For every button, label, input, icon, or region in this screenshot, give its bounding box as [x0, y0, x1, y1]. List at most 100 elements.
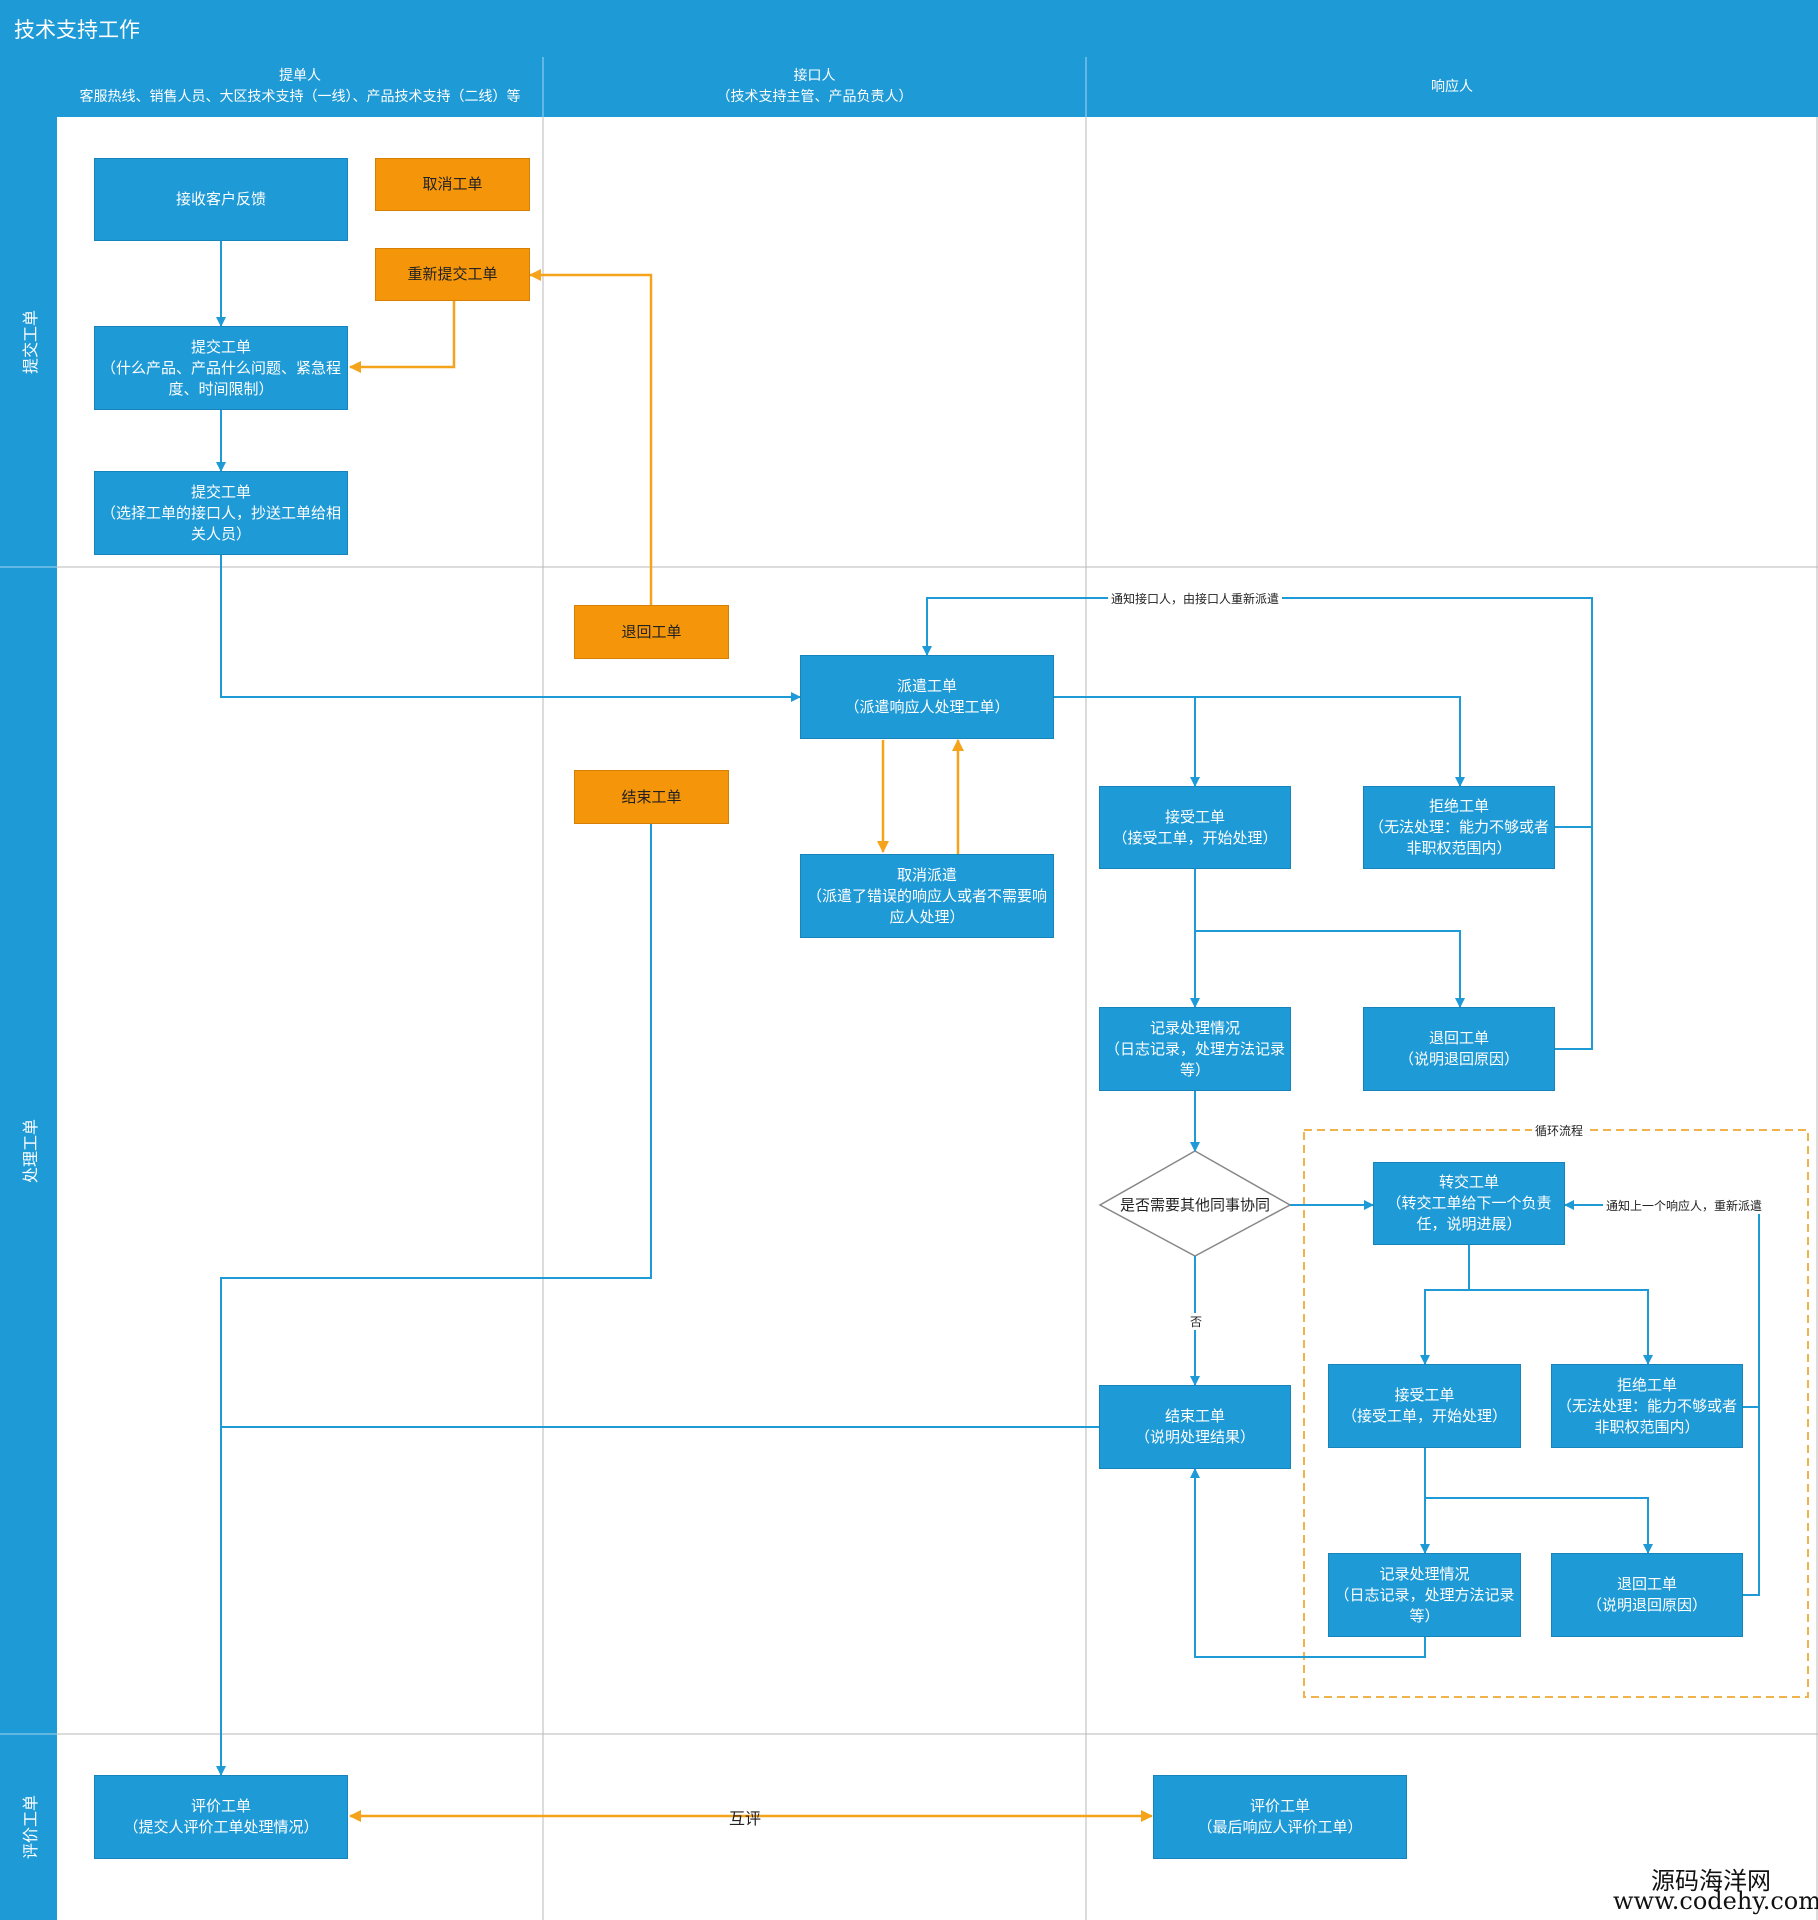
node-record-handling-2: 记录处理情况 （日志记录，处理方法记录等）: [1328, 1553, 1521, 1637]
edge-record2-close: [1190, 1468, 1426, 1658]
edge-dispatch-accept: [1053, 696, 1200, 787]
node-detail: 等）: [1409, 1606, 1440, 1625]
lane-process: 处理工单: [0, 567, 57, 1734]
node-title: 评价工单: [1249, 1797, 1310, 1815]
node-title: 拒绝工单: [1616, 1375, 1677, 1394]
node-title: 取消工单: [422, 175, 483, 193]
node-return-ticket: 退回工单 （说明退回原因）: [1363, 1007, 1555, 1091]
column-title: 提单人: [279, 68, 321, 84]
column-subtitle: （技术支持主管、产品负责人）: [716, 89, 913, 105]
node-title: 退回工单: [1616, 1575, 1677, 1593]
column-title: 响应人: [1431, 78, 1473, 95]
edge-accept-return: [1195, 930, 1465, 1008]
node-detail: 任，说明进展）: [1416, 1215, 1522, 1233]
node-title: 结束工单: [1164, 1407, 1225, 1425]
edge-dispatch-reject: [1195, 696, 1465, 787]
node-detail: （选择工单的接口人，抄送工单给相: [100, 503, 341, 522]
node-record-handling: 记录处理情况 （日志记录，处理方法记录等）: [1099, 1007, 1291, 1091]
lane-header-bar: [0, 117, 57, 1920]
column-header-responder: 响应人: [1086, 57, 1818, 117]
node-accept-ticket-2: 接受工单（接受工单，开始处理）: [1328, 1364, 1521, 1448]
node-title: 转交工单: [1438, 1173, 1499, 1191]
title-bar: [0, 0, 1818, 57]
column-header-bar: [0, 57, 1818, 117]
node-title: 评价工单: [190, 1797, 251, 1815]
node-cancel-ticket: 取消工单: [375, 158, 530, 211]
node-detail: （说明退回原因）: [1586, 1596, 1707, 1614]
edge-resubmit-submit1: [349, 301, 456, 373]
node-return-ticket-orange: 退回工单: [574, 605, 729, 659]
node-detail: （派遣了错误的响应人或者不需要响: [806, 886, 1047, 905]
node-transfer-ticket: 转交工单 （转交工单给下一个负责任，说明进展）: [1373, 1162, 1565, 1245]
node-detail: （无法处理：能力不够或者: [1556, 1396, 1737, 1415]
node-detail: （转交工单给下一个负责: [1386, 1194, 1552, 1212]
node-detail: （说明退回原因）: [1398, 1050, 1519, 1068]
node-title: 退回工单: [1428, 1029, 1489, 1047]
edge-transfer-accept2: [1420, 1245, 1470, 1365]
decision-label: 是否需要其他同事协同: [1119, 1196, 1270, 1214]
node-detail: （日志记录，处理方法记录: [1104, 1039, 1285, 1058]
node-close-ticket: 结束工单 （说明处理结果）: [1099, 1385, 1291, 1469]
watermark-line2: www.codehy.com: [1613, 1887, 1818, 1915]
node-dispatch-ticket: 派遣工单（派遣响应人处理工单）: [800, 655, 1054, 739]
node-detail: （接受工单，开始处理）: [1112, 828, 1278, 847]
label-loop: 循环流程: [1532, 1122, 1587, 1139]
edge-return-redispatch: [1554, 827, 1593, 1050]
node-evaluate-responder: 评价工单 （最后响应人评价工单）: [1153, 1775, 1407, 1859]
node-title: 接收客户反馈: [175, 190, 266, 208]
node-receive-feedback: 接收客户反馈: [94, 158, 348, 241]
label-mutual: 互评: [729, 1809, 762, 1828]
node-detail: 非职权范围内）: [1406, 839, 1512, 857]
node-title: 退回工单: [621, 622, 682, 641]
label-notify-redispatch: 通知接口人，由接口人重新派遣: [1108, 590, 1283, 607]
lane-label: 提交工单: [20, 309, 40, 375]
node-title: 拒绝工单: [1428, 797, 1489, 815]
node-detail: （派遣响应人处理工单）: [844, 698, 1010, 716]
edge-accept2-return2: [1425, 1497, 1653, 1554]
column-header-submitter: 提单人 客服热线、销售人员、大区技术支持（一线）、产品技术支持（二线）等: [57, 57, 543, 117]
node-title: 结束工单: [621, 787, 682, 806]
node-cancel-dispatch: 取消派遣 （派遣了错误的响应人或者不需要响应人处理）: [800, 854, 1054, 938]
node-detail: 度、时间限制）: [168, 379, 274, 398]
lane-label: 处理工单: [20, 1118, 40, 1183]
node-detail: （日志记录，处理方法记录: [1334, 1585, 1515, 1604]
node-evaluate-submitter: 评价工单 （提交人评价工单处理情况）: [94, 1775, 348, 1859]
node-title: 提交工单: [190, 337, 251, 356]
lane-submit: 提交工单: [0, 117, 57, 567]
column-header-interface: 接口人 （技术支持主管、产品负责人）: [543, 57, 1086, 117]
lane-label: 评价工单: [20, 1794, 40, 1860]
node-resubmit-ticket: 重新提交工单: [375, 248, 530, 301]
node-accept-ticket: 接受工单 （接受工单，开始处理）: [1099, 786, 1291, 869]
node-detail: （说明处理结果）: [1134, 1428, 1255, 1446]
node-detail: （最后响应人评价工单）: [1197, 1818, 1363, 1836]
node-detail: （什么产品、产品什么问题、紧急程: [100, 358, 341, 377]
node-detail: 非职权范围内）: [1594, 1417, 1700, 1436]
node-detail: （无法处理：能力不够或者: [1368, 818, 1549, 836]
node-title: 接受工单: [1394, 1386, 1455, 1404]
edge-submit2-dispatch: [220, 555, 801, 702]
edge-return2-transfer: [1742, 1407, 1760, 1596]
node-return-ticket-2: 退回工单 （说明退回原因）: [1551, 1553, 1743, 1637]
node-title: 取消派遣: [896, 865, 957, 884]
grid-lines: [57, 117, 1818, 1920]
node-detail: 应人处理）: [889, 907, 965, 926]
edge-return-resubmit: [529, 269, 653, 605]
node-title: 提交工单: [190, 482, 251, 501]
node-close-ticket-orange: 结束工单: [574, 770, 729, 824]
label-no: 否: [1187, 1313, 1206, 1330]
node-detail: 等）: [1179, 1060, 1210, 1079]
node-detail: 关人员）: [190, 524, 251, 543]
node-title: 记录处理情况: [1379, 1564, 1470, 1583]
node-title: 重新提交工单: [407, 265, 498, 283]
column-title: 接口人: [793, 68, 836, 84]
lane-evaluate: 评价工单: [0, 1734, 57, 1920]
node-detail: （提交人评价工单处理情况）: [123, 1818, 319, 1836]
node-title: 记录处理情况: [1149, 1018, 1240, 1037]
watermark-line1: 源码海洋网: [1651, 1867, 1771, 1895]
node-reject-ticket-2: 拒绝工单 （无法处理：能力不够或者非职权范围内）: [1551, 1364, 1743, 1448]
node-title: 接受工单: [1164, 807, 1225, 826]
edge-reject-redispatch: [922, 597, 1593, 828]
column-subtitle: 客服热线、销售人员、大区技术支持（一线）、产品技术支持（二线）等: [79, 89, 521, 105]
